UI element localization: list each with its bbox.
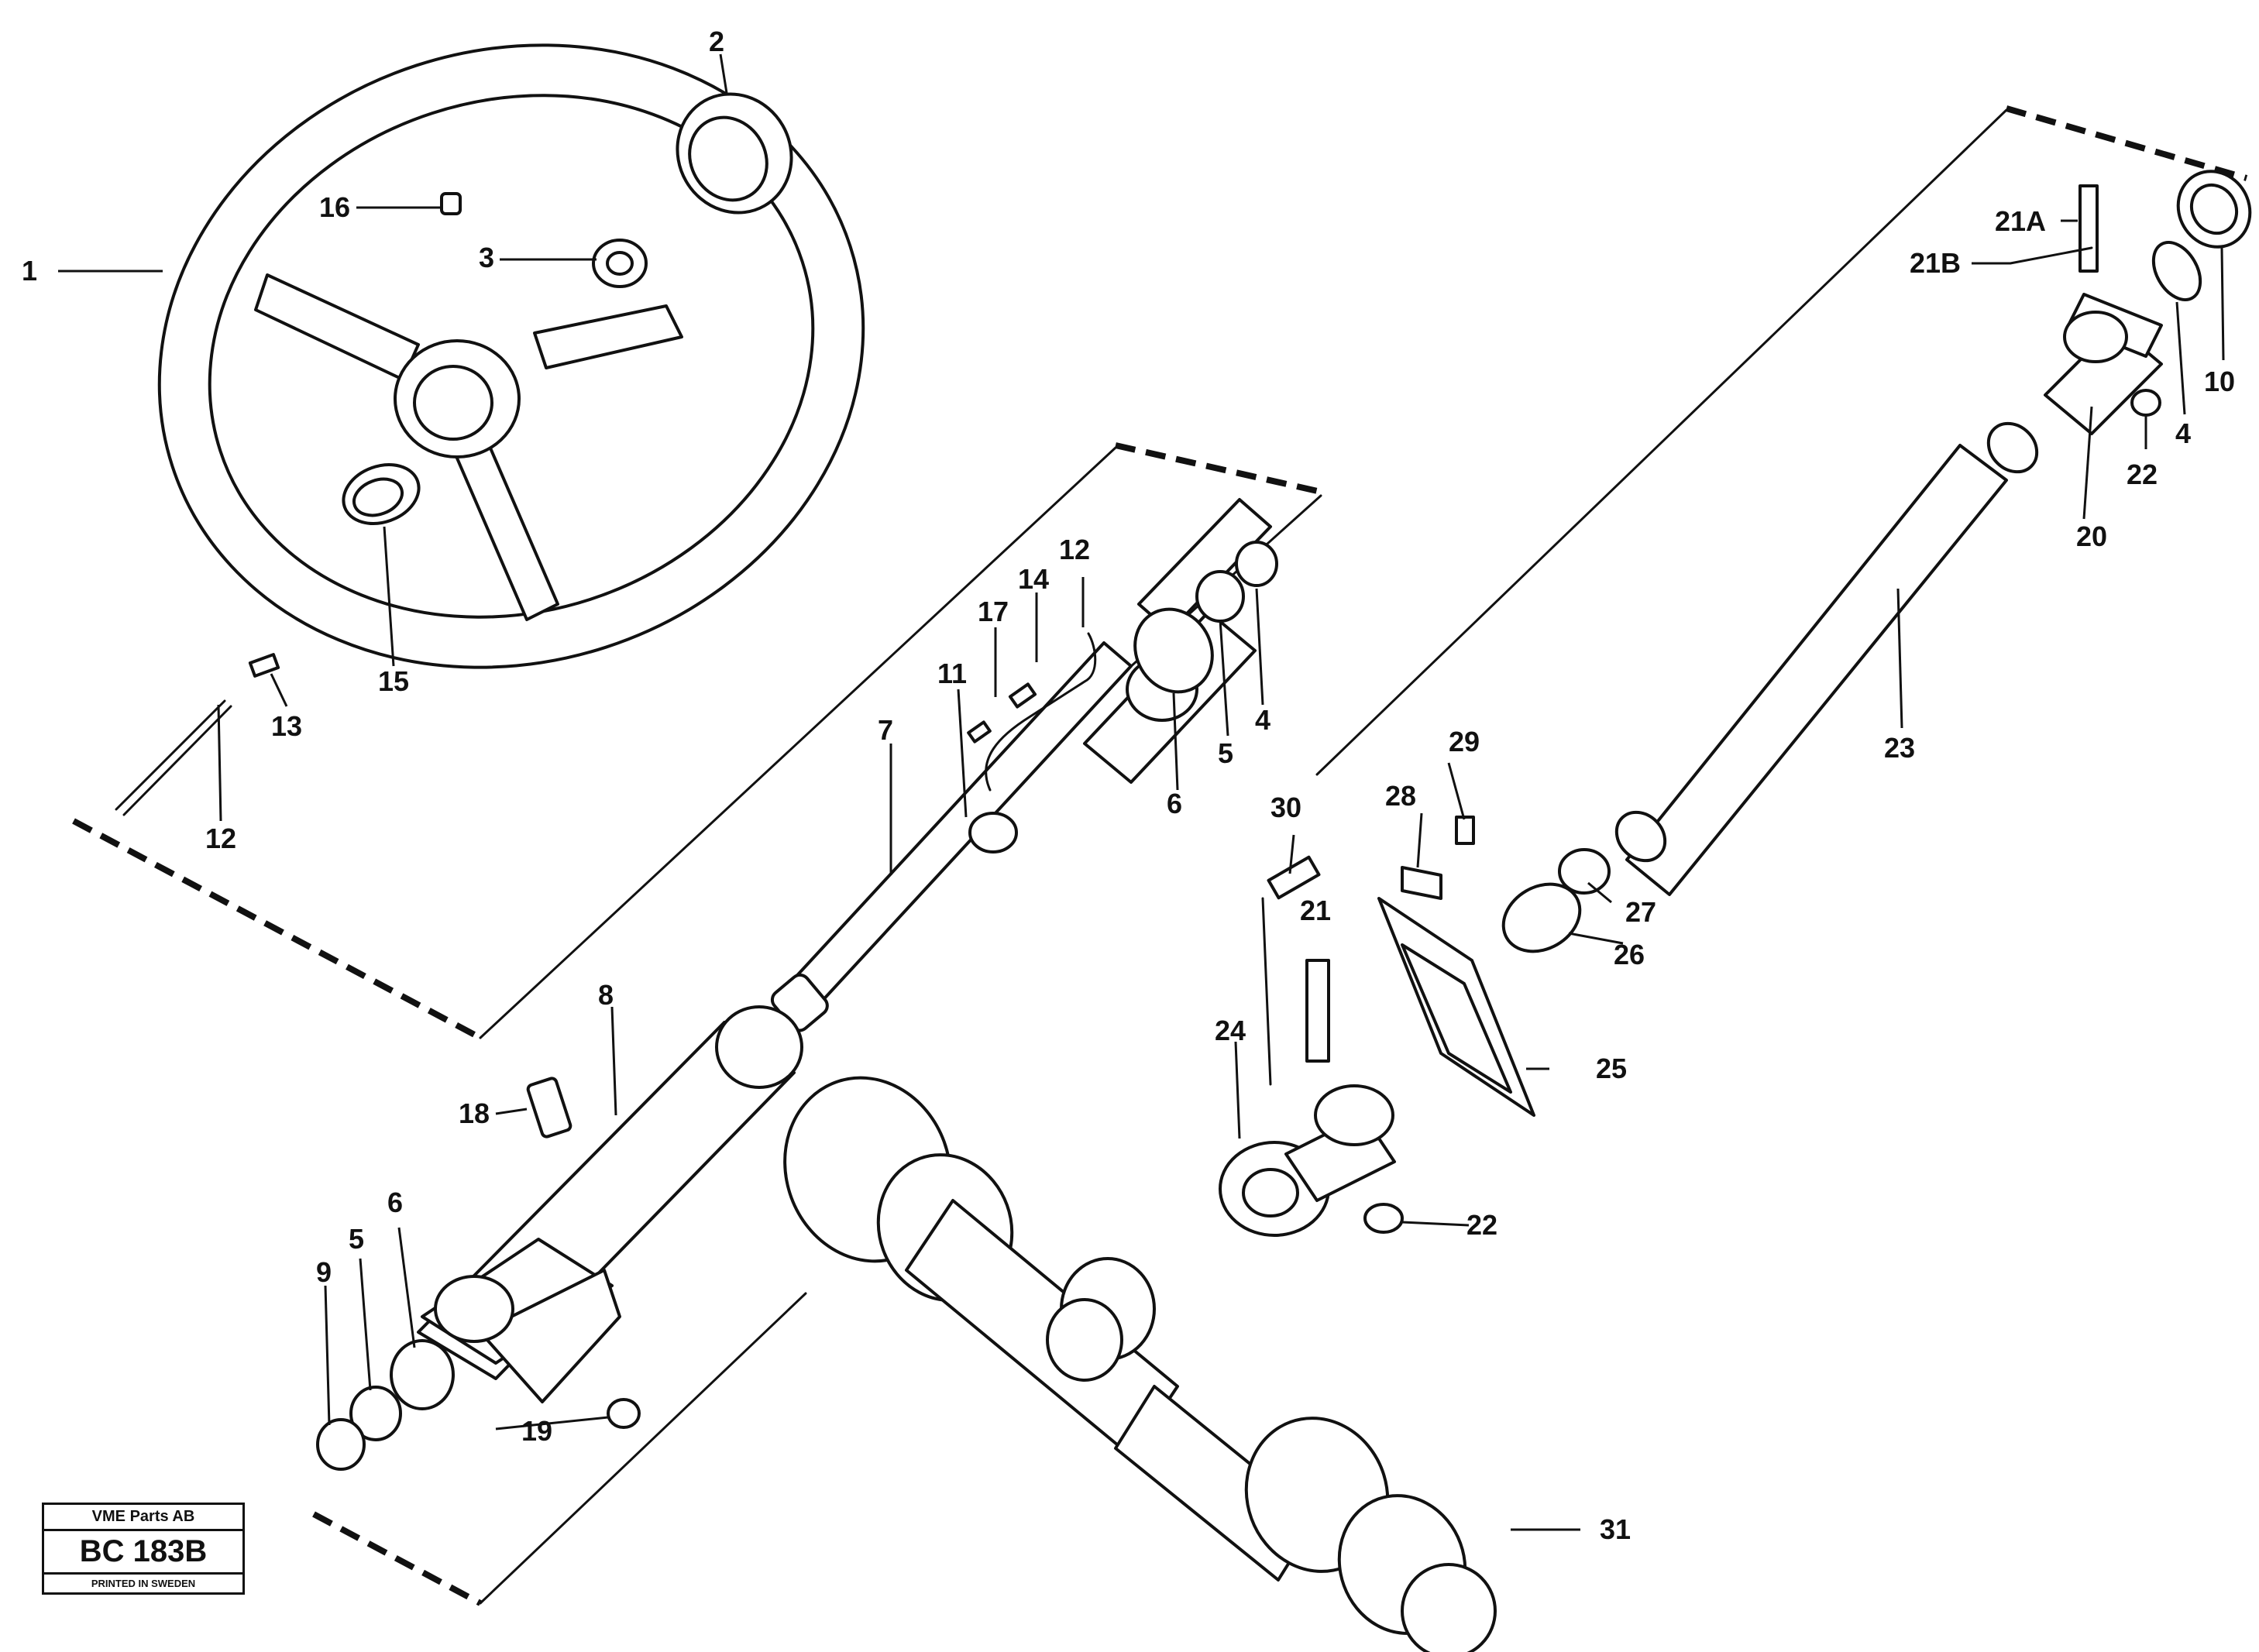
horn-pad xyxy=(676,92,793,215)
callout-4-right: 4 xyxy=(2175,417,2191,449)
callout-15: 15 xyxy=(378,665,409,697)
callout-5-lower: 5 xyxy=(349,1223,364,1255)
callout-2: 2 xyxy=(709,26,724,57)
callout-22-upper: 22 xyxy=(2127,459,2158,490)
callout-6-upper: 6 xyxy=(1167,788,1182,819)
callout-27: 27 xyxy=(1625,896,1656,928)
stamp-printed: PRINTED IN SWEDEN xyxy=(91,1578,196,1589)
callout-12-lower: 12 xyxy=(205,823,236,854)
callout-12-upper: 12 xyxy=(1059,534,1090,565)
callout-25: 25 xyxy=(1596,1053,1627,1084)
callout-4-upper: 4 xyxy=(1255,704,1270,736)
callout-11: 11 xyxy=(937,658,967,689)
callout-20: 20 xyxy=(2076,520,2107,552)
callout-19: 19 xyxy=(521,1415,552,1447)
callout-5-upper: 5 xyxy=(1218,737,1233,769)
callout-9: 9 xyxy=(316,1256,332,1288)
callout-21: 21 xyxy=(1300,895,1331,926)
intermediate-shaft xyxy=(1614,421,2039,896)
callout-17: 17 xyxy=(978,596,1009,627)
callout-labels: 1 2 3 16 15 13 12 7 11 17 14 12 6 5 4 8 … xyxy=(22,26,2235,1545)
parts-stamp: VME Parts AB BC 183B PRINTED IN SWEDEN xyxy=(42,1503,245,1595)
callout-22-lower: 22 xyxy=(1466,1209,1497,1241)
callout-26: 26 xyxy=(1614,939,1645,970)
hub-small-parts xyxy=(115,192,648,816)
steering-wheel xyxy=(157,43,865,669)
stamp-code: BC 183B xyxy=(44,1531,242,1575)
callout-18: 18 xyxy=(459,1097,490,1129)
callout-16: 16 xyxy=(319,191,350,223)
callout-28: 28 xyxy=(1385,780,1416,812)
callout-8: 8 xyxy=(598,979,614,1011)
steering-gear xyxy=(783,1076,1497,1652)
callout-29: 29 xyxy=(1449,726,1480,757)
lower-universal-joint xyxy=(1219,855,1404,1237)
stamp-company: VME Parts AB xyxy=(44,1505,242,1531)
callout-10: 10 xyxy=(2204,366,2235,397)
callout-7: 7 xyxy=(878,714,893,746)
callout-3: 3 xyxy=(479,242,494,273)
callout-13: 13 xyxy=(271,710,302,742)
callout-24: 24 xyxy=(1215,1015,1246,1046)
horn-wires xyxy=(967,632,1097,792)
bulkhead-plate xyxy=(1377,816,1611,1117)
callout-30: 30 xyxy=(1270,792,1301,823)
upper-bearing-parts xyxy=(1133,541,1278,694)
upper-universal-joint xyxy=(2009,170,2252,435)
callout-21b: 21B xyxy=(1910,247,1961,279)
steering-column xyxy=(417,1005,803,1429)
callout-21a: 21A xyxy=(1995,205,2046,237)
callout-23: 23 xyxy=(1884,732,1915,764)
callout-14: 14 xyxy=(1018,563,1049,595)
lower-bearing-parts xyxy=(316,1339,455,1471)
leader-lines xyxy=(58,53,2225,1531)
callout-6-lower: 6 xyxy=(387,1187,403,1218)
callout-1: 1 xyxy=(22,255,37,287)
callout-31: 31 xyxy=(1600,1513,1631,1545)
